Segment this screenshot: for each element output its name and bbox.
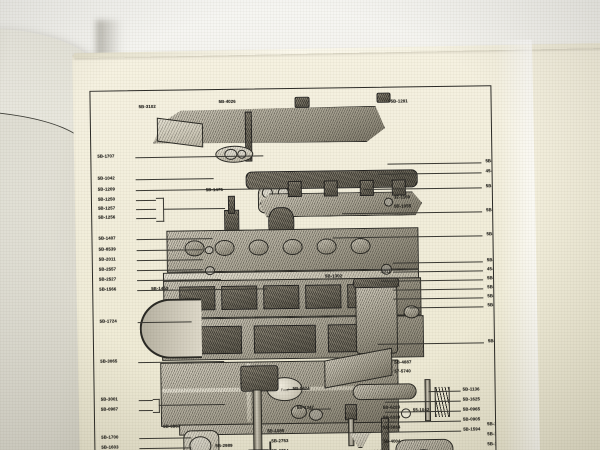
lbl-5b-1250: 5B-1250 <box>97 196 116 202</box>
lbl-5b-0987: 5B-0987 <box>100 406 119 412</box>
lbl-5b-0965: 5B-0965 <box>462 406 481 412</box>
label-brace <box>152 398 160 413</box>
lbl-5b-1257: 5B-1257 <box>98 205 116 211</box>
lbl-5b-1700: 5B-1700 <box>101 434 119 440</box>
lbl-5b-6223: 5B-6223 <box>382 404 401 410</box>
lbl-5b-2527: 5B-2527 <box>99 276 117 282</box>
manifold-runner-b <box>323 180 338 197</box>
leader-line <box>138 409 153 412</box>
rocker-arm-art <box>352 383 417 401</box>
lbl-5b-1625: 5B-1625 <box>462 396 480 402</box>
connecting-rod-art <box>252 389 263 450</box>
lbl-5b-6339: 5B-6339 <box>382 414 401 420</box>
lbl-57-5740: 57-5740 <box>394 368 411 374</box>
lbl-32-1169: 32-1169 <box>393 194 411 200</box>
lbl-5b-1475: 5B-1475 <box>205 186 224 193</box>
lbl-5b-1085: 5B-1085 <box>267 428 285 434</box>
leader-line <box>393 288 484 291</box>
leader-line <box>135 178 214 181</box>
lbl-5b-5474: 5B-5474 <box>292 385 310 392</box>
lbl-5b-1136: 5B-1136 <box>462 386 480 392</box>
leader-line <box>381 279 484 282</box>
lbl-5b-1055: 5B-1055 <box>394 203 412 209</box>
diagram-frame: Ford <box>89 85 497 450</box>
lbl-5b-0967: 5B-0967 <box>163 423 181 429</box>
block-window-b <box>253 324 317 354</box>
washer-icon-d <box>383 197 394 207</box>
leader-line <box>393 297 484 300</box>
lbl-5b-1453: 5B-1453 <box>151 285 169 291</box>
lbl-55-1042: 55-1042 <box>412 407 430 413</box>
lbl-5b-1347: 5B-1347 <box>296 404 315 410</box>
lbl-5b-1521: 5B-1521 <box>487 431 497 437</box>
lbl-5b-1566: 5B-1566 <box>99 286 117 292</box>
lbl-5b-2753: 5B-2753 <box>271 438 289 444</box>
lbl-5b-4026: 5B-4026 <box>218 98 236 105</box>
diagram-canvas: Ford <box>90 86 497 450</box>
oil-filter-lid-art <box>353 277 400 289</box>
lbl-5b-3001: 5B-3001 <box>100 396 118 402</box>
washer-icon-c <box>204 266 215 276</box>
lbl-5b-1407: 5B-1407 <box>98 235 116 241</box>
lbl-5b-1603: 5B-1603 <box>101 444 119 450</box>
valve-stem-art <box>227 195 236 214</box>
lbl-5b-1594: 5B-1594 <box>463 426 481 432</box>
lbl-5b-1281: 5B-1281 <box>390 98 408 104</box>
leader-line <box>163 207 226 210</box>
lbl-5b-1204: 5B-1204 <box>487 441 497 447</box>
lbl-5b-2489: 5B-2489 <box>487 421 497 427</box>
lbl-5b-1209: 5B-1209 <box>97 186 116 192</box>
lbl-5b-2989: 5B-2989 <box>215 442 233 449</box>
leader-line <box>136 217 157 220</box>
leader-line <box>392 261 483 264</box>
breather-cap-art <box>376 92 391 103</box>
manifold-runner-a <box>287 180 302 198</box>
lbl-5b-1256: 5B-1256 <box>98 214 116 220</box>
washer-icon-b <box>204 246 214 255</box>
leader-line <box>385 430 462 433</box>
block-lifter-bank-c <box>263 284 300 310</box>
lbl-1011: 1011 <box>380 268 391 274</box>
washer-icon-e <box>400 408 412 419</box>
leader-line <box>387 162 482 165</box>
leader-line <box>428 390 461 393</box>
gasket-bore-upper2-art <box>237 149 247 159</box>
leader-line <box>377 172 482 175</box>
leader-line <box>377 342 484 345</box>
piston-art <box>240 365 279 392</box>
lbl-5b-8539: 5B-8539 <box>98 246 116 252</box>
leader-line <box>363 187 482 191</box>
lbl-5b-3102: 5B-3102 <box>138 103 156 110</box>
leader-line <box>385 420 462 423</box>
lbl-5b-1724: 5B-1724 <box>99 318 117 324</box>
lbl-5b-2011: 5B-2011 <box>98 256 116 262</box>
lbl-5b-2557: 5B-2557 <box>98 266 117 272</box>
leader-line <box>135 199 156 202</box>
block-lifter-bank-d <box>305 284 342 309</box>
leader-line <box>138 399 153 402</box>
lbl-5b-5884: 5B-5884 <box>383 424 401 430</box>
lbl-5b-1302: 5B-1302 <box>324 273 343 279</box>
oil-filler-cap-art <box>294 96 310 108</box>
leader-line <box>409 306 484 309</box>
lbl-5b-3065: 5B-3065 <box>100 358 118 364</box>
lbl-5b-1707: 5B-1707 <box>97 153 115 159</box>
label-brace <box>155 197 165 222</box>
leader-line <box>392 270 483 273</box>
leader-line <box>136 208 157 211</box>
lbl-5b-4887: 5B-4887 <box>394 359 412 365</box>
lbl-5b-4004: 5B-4004 <box>383 438 401 444</box>
water-outlet-pipe-art <box>139 298 203 360</box>
lbl-5b-1042: 5B-1042 <box>97 175 115 181</box>
lbl-5b-0905: 5B-0905 <box>462 416 481 422</box>
